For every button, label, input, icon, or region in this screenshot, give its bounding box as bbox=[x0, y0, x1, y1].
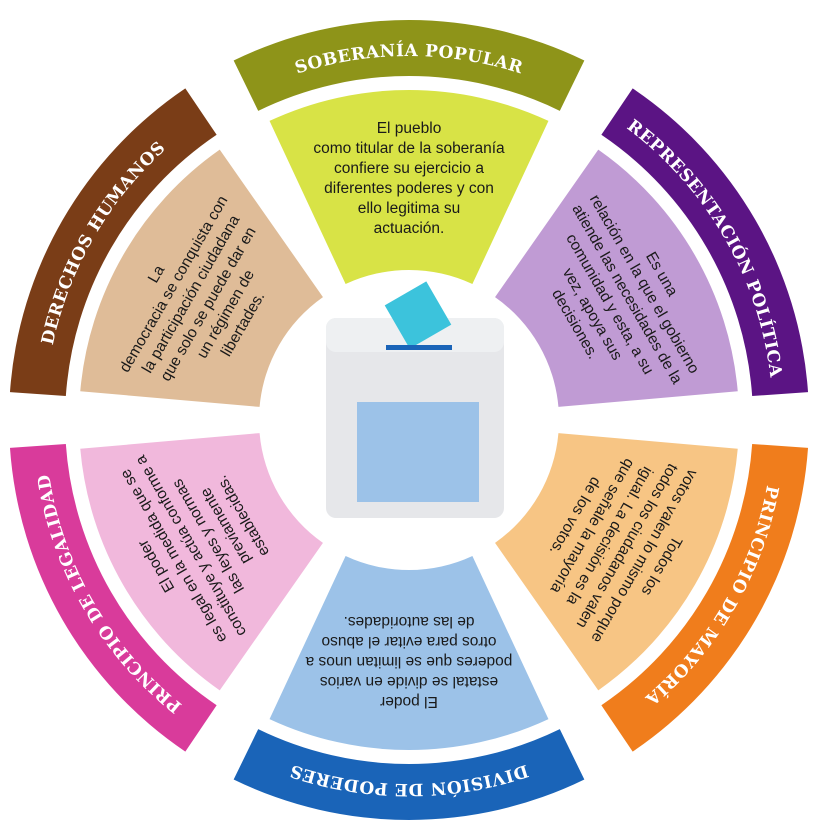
segment-text-line: como titular de la soberanía bbox=[313, 140, 505, 157]
segment-band-division bbox=[233, 729, 585, 821]
segment-band-derechos bbox=[9, 88, 217, 397]
segment-text-line: de las autoridades. bbox=[344, 613, 475, 630]
segment-text-line: El pueblo bbox=[377, 120, 442, 137]
segment-text-line: estatal se divide en varios bbox=[320, 673, 499, 690]
segment-text-line: diferentes poderes y con bbox=[324, 180, 494, 197]
segment-body-representacion bbox=[495, 149, 738, 407]
segment-body-division bbox=[269, 555, 549, 750]
segment-text-line: poderes que se limitan unos a bbox=[305, 653, 512, 670]
segment-band-legalidad bbox=[9, 443, 217, 752]
segment-band-representacion bbox=[601, 88, 809, 397]
segment-body-legalidad bbox=[80, 433, 323, 691]
segment-body-mayoria bbox=[495, 433, 738, 691]
segment-body-derechos bbox=[80, 149, 323, 407]
segment-band-soberania bbox=[233, 20, 585, 111]
ballot-box-icon bbox=[326, 281, 504, 518]
segment-text-line: La bbox=[145, 262, 169, 286]
segment-body-soberania bbox=[269, 90, 549, 285]
segment-text-line: El poder bbox=[380, 693, 438, 710]
segment-text-line: ello legitima su bbox=[358, 200, 461, 217]
segment-band-mayoria bbox=[601, 443, 809, 752]
segment-text-line: confiere su ejercicio a bbox=[334, 160, 484, 177]
segment-text-line: otros para evitar el abuso bbox=[322, 633, 497, 650]
segment-text-line: actuación. bbox=[374, 220, 445, 237]
